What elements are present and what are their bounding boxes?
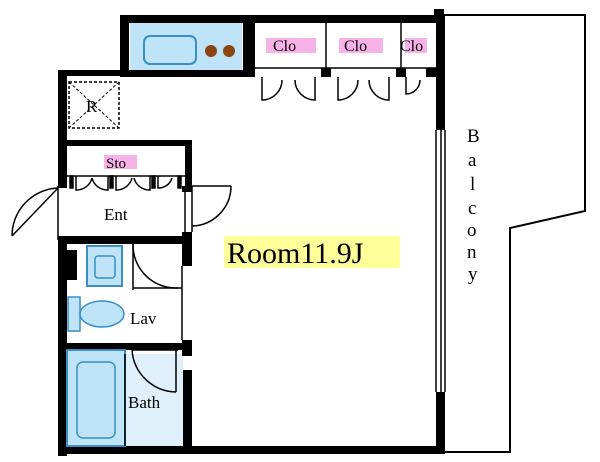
closet-2-label: Clo — [344, 38, 367, 55]
burner-2 — [223, 45, 235, 57]
bath-floor — [125, 354, 183, 446]
closet-1-label: Clo — [273, 38, 296, 55]
entrance-label: Ent — [104, 205, 128, 224]
balcony-letter: B — [467, 126, 480, 147]
room-highlight — [224, 236, 400, 268]
lavatory-label: Lav — [130, 309, 157, 328]
bath-label: Bath — [128, 393, 161, 412]
storage-doors — [67, 175, 185, 191]
balcony-label: B a l c o n y — [467, 126, 480, 285]
closet-frames — [255, 23, 436, 69]
lav-door — [132, 243, 183, 340]
balcony-letter: n — [467, 242, 477, 263]
balcony-letter: y — [468, 264, 478, 285]
closet-1-highlight — [266, 38, 316, 53]
entrance-door — [11, 186, 59, 240]
balcony-letter: l — [470, 174, 475, 195]
storage-highlight — [104, 155, 137, 169]
toilet-tank — [67, 296, 81, 332]
washbasin — [86, 245, 123, 287]
sink — [143, 35, 197, 65]
balcony-window — [435, 130, 446, 392]
refrigerator-label: R — [86, 97, 98, 116]
balcony-outline — [443, 14, 586, 453]
room-label: Room11.9J — [227, 237, 364, 270]
closet-3-label: Clo — [400, 38, 423, 55]
closet-doors — [261, 77, 421, 101]
toilet-bowl — [79, 300, 125, 328]
closet-2-highlight — [339, 38, 383, 53]
balcony-letter: o — [467, 220, 477, 241]
balcony-letter: a — [468, 150, 477, 171]
storage-label: Sto — [106, 156, 126, 172]
walls — [58, 9, 445, 456]
closet-3-highlight — [405, 38, 427, 53]
room-door — [184, 185, 232, 232]
balcony-letter: c — [468, 198, 476, 219]
burner-1 — [205, 45, 217, 57]
bath-door — [131, 349, 178, 393]
